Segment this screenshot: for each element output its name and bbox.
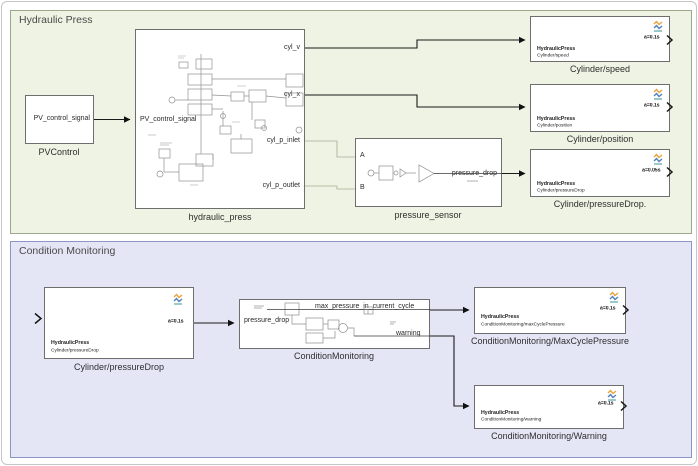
sdi-record-icon: [607, 389, 617, 401]
sdi-record-icon: [653, 20, 663, 32]
record-label-cylinder-pressuredrop: Cylinder/pressureDrop.: [553, 199, 647, 209]
pvcontrol-out-port-label: PV_control_signal: [33, 115, 90, 122]
hydraulic-press-block[interactable]: PV_control_signal cyl_v cyl_x cyl_p_inle…: [135, 29, 305, 209]
sample-time-badge: a=0.1s: [600, 306, 616, 312]
sample-time-badge: a=0.1s: [598, 401, 614, 407]
record-source-name: HydraulicPress: [537, 46, 576, 52]
record-block-warning[interactable]: a=0.1s HydraulicPress ConditionMonitorin…: [474, 385, 624, 429]
record-signal-name: Cylinder/position: [537, 123, 573, 128]
record-source-name: HydraulicPress: [481, 314, 520, 320]
area-title-condition-monitoring: Condition Monitoring: [19, 245, 116, 257]
sdi-record-icon: [609, 291, 619, 303]
record-label-cylinder-speed: Cylinder/speed: [569, 64, 631, 74]
playback-block-cylinder-pressuredrop[interactable]: a=0.1s HydraulicPress Cylinder/pressureD…: [44, 287, 194, 359]
record-source-name: HydraulicPress: [537, 181, 576, 187]
record-label-warning: ConditionMonitoring/Warning: [491, 431, 607, 441]
record-block-cylinder-pressuredrop[interactable]: a=0.05s HydraulicPress Cylinder/pressure…: [530, 149, 670, 197]
playback-source-name: HydraulicPress: [51, 340, 90, 346]
ps-in-b-label: B: [360, 184, 365, 191]
record-signal-name: Cylinder/speed: [537, 53, 569, 58]
record-block-cylinder-position[interactable]: a=0.1s HydraulicPress Cylinder/position: [530, 84, 670, 132]
pressure-sensor-block[interactable]: A B pressure_drop: [355, 138, 502, 207]
pressure-sensor-label: pressure_sensor: [394, 210, 462, 220]
ps-out-label: pressure_drop: [451, 170, 497, 177]
sdi-playback-icon: [173, 293, 183, 305]
hp-out-cyl-x: cyl_x: [284, 91, 300, 98]
cm-out-bottom-label: warning: [396, 330, 421, 337]
sample-time-badge: a=0.1s: [644, 35, 660, 41]
record-block-cylinder-speed[interactable]: a=0.1s HydraulicPress Cylinder/speed: [530, 16, 670, 62]
cm-in-port-label: pressure_drop: [244, 317, 290, 324]
record-signal-name: ConditionMonitoring/warning: [481, 417, 542, 422]
sdi-record-icon: [653, 153, 663, 165]
record-signal-name: ConditionMonitoring/maxCyclePressure: [481, 322, 565, 327]
record-label-cylinder-position: Cylinder/position: [566, 134, 634, 144]
record-label-maxcyclepressure: ConditionMonitoring/MaxCyclePressure: [470, 336, 630, 346]
hp-in-port-label: PV_control_signal: [140, 116, 197, 123]
hp-out-cyl-p-outlet: cyl_p_outlet: [262, 182, 300, 189]
condition-monitoring-label: ConditionMonitoring: [293, 351, 375, 361]
sdi-record-icon: [653, 88, 663, 100]
hp-out-cyl-v: cyl_v: [284, 44, 300, 51]
cm-out-top-label: max_pressure_in_current_cycle: [315, 303, 415, 310]
sample-time-badge: a=0.05s: [641, 168, 660, 174]
sample-time-badge: a=0.1s: [644, 103, 660, 109]
record-block-maxcyclepressure[interactable]: a=0.1s HydraulicPress ConditionMonitorin…: [474, 287, 626, 334]
playback-label-cylinder-pressuredrop: Cylinder/pressureDrop: [73, 362, 165, 372]
sample-time-badge: a=0.1s: [168, 319, 184, 325]
record-signal-name: Cylinder/pressureDrop: [537, 188, 585, 193]
playback-signal-name: Cylinder/pressureDrop: [51, 348, 99, 353]
record-source-name: HydraulicPress: [537, 116, 576, 122]
hydraulic-press-label: hydraulic_press: [188, 212, 252, 222]
record-source-name: HydraulicPress: [481, 410, 520, 416]
pvcontrol-label: PVControl: [38, 147, 80, 157]
hp-out-cyl-p-inlet: cyl_p_inlet: [266, 137, 300, 144]
pvcontrol-block[interactable]: PV_control_signal: [25, 95, 94, 144]
ps-in-a-label: A: [360, 152, 365, 159]
area-title-hydraulic-press: Hydraulic Press: [19, 14, 93, 26]
